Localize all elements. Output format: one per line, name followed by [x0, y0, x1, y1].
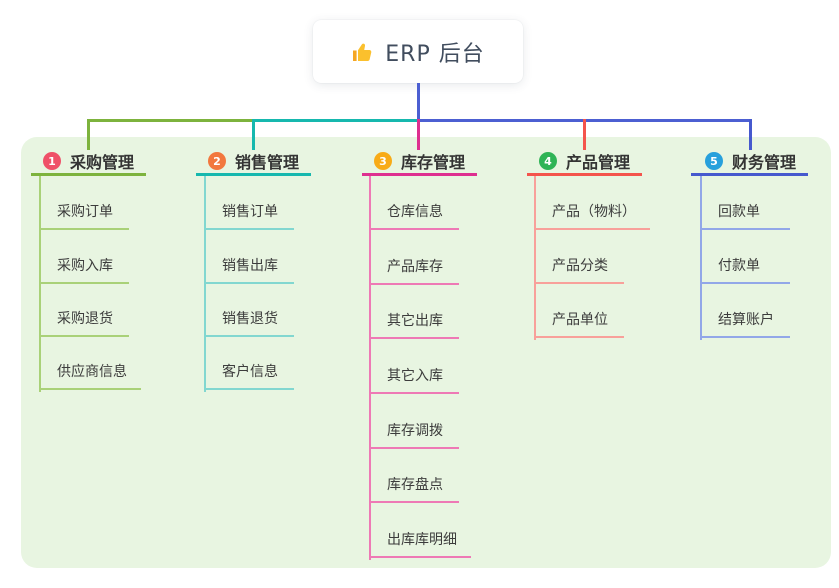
child-node[interactable]: 采购退货 — [39, 303, 129, 337]
branches-group-panel — [21, 137, 831, 568]
child-node[interactable]: 结算账户 — [700, 304, 790, 338]
branch-node-inventory[interactable]: 3 库存管理 — [374, 148, 465, 174]
branch-node-sales[interactable]: 2 销售管理 — [208, 148, 299, 174]
child-node[interactable]: 供应商信息 — [39, 356, 141, 390]
child-node[interactable]: 出库库明细 — [369, 524, 471, 558]
branch-title-label: 销售管理 — [235, 153, 300, 172]
branch-underline — [691, 173, 808, 176]
branch-spine — [39, 176, 41, 392]
branch-node-purchase[interactable]: 1 采购管理 — [43, 148, 134, 174]
child-node[interactable]: 客户信息 — [204, 356, 294, 390]
root-stem-line — [417, 83, 420, 120]
root-title: ERP 后台 — [385, 41, 485, 67]
child-node[interactable]: 库存盘点 — [369, 469, 459, 503]
child-node[interactable]: 销售出库 — [204, 250, 294, 284]
drop-line-purchase — [87, 119, 90, 150]
root-node-erp[interactable]: ERP 后台 — [313, 20, 523, 83]
branch-spine — [204, 176, 206, 392]
child-node[interactable]: 其它入库 — [369, 360, 459, 394]
thumbs-up-icon — [353, 43, 372, 61]
branch-title-label: 采购管理 — [70, 153, 135, 172]
child-node[interactable]: 回款单 — [700, 196, 790, 230]
drop-line-finance — [749, 119, 752, 150]
drop-line-sales — [252, 119, 255, 150]
child-node[interactable]: 产品单位 — [534, 304, 624, 338]
child-node[interactable]: 采购订单 — [39, 196, 129, 230]
branch-underline — [527, 173, 642, 176]
child-node[interactable]: 销售订单 — [204, 196, 294, 230]
branch-title-label: 产品管理 — [566, 153, 631, 172]
branch-spine — [534, 176, 536, 340]
child-node[interactable]: 其它出库 — [369, 305, 459, 339]
bus-line-purchase — [87, 119, 254, 122]
branch-node-product[interactable]: 4 产品管理 — [539, 148, 630, 174]
branch-badge-4: 4 — [539, 152, 557, 170]
branch-underline — [31, 173, 146, 176]
branch-badge-5: 5 — [705, 152, 723, 170]
branch-badge-3: 3 — [374, 152, 392, 170]
branch-underline — [362, 173, 477, 176]
child-node[interactable]: 销售退货 — [204, 303, 294, 337]
branch-underline — [196, 173, 311, 176]
child-node[interactable]: 仓库信息 — [369, 196, 459, 230]
child-node[interactable]: 产品（物料） — [534, 196, 650, 230]
child-node[interactable]: 库存调拨 — [369, 415, 459, 449]
child-node[interactable]: 产品库存 — [369, 251, 459, 285]
branch-spine — [700, 176, 702, 340]
child-node[interactable]: 产品分类 — [534, 250, 624, 284]
branch-spine — [369, 176, 371, 560]
bus-line-sales — [252, 119, 419, 122]
branch-badge-1: 1 — [43, 152, 61, 170]
branch-badge-2: 2 — [208, 152, 226, 170]
branch-title-label: 财务管理 — [732, 153, 797, 172]
child-node[interactable]: 付款单 — [700, 250, 790, 284]
branch-title-label: 库存管理 — [401, 153, 466, 172]
drop-line-product — [583, 119, 586, 150]
drop-line-inventory — [417, 119, 420, 150]
branch-node-finance[interactable]: 5 财务管理 — [705, 148, 796, 174]
child-node[interactable]: 采购入库 — [39, 250, 129, 284]
